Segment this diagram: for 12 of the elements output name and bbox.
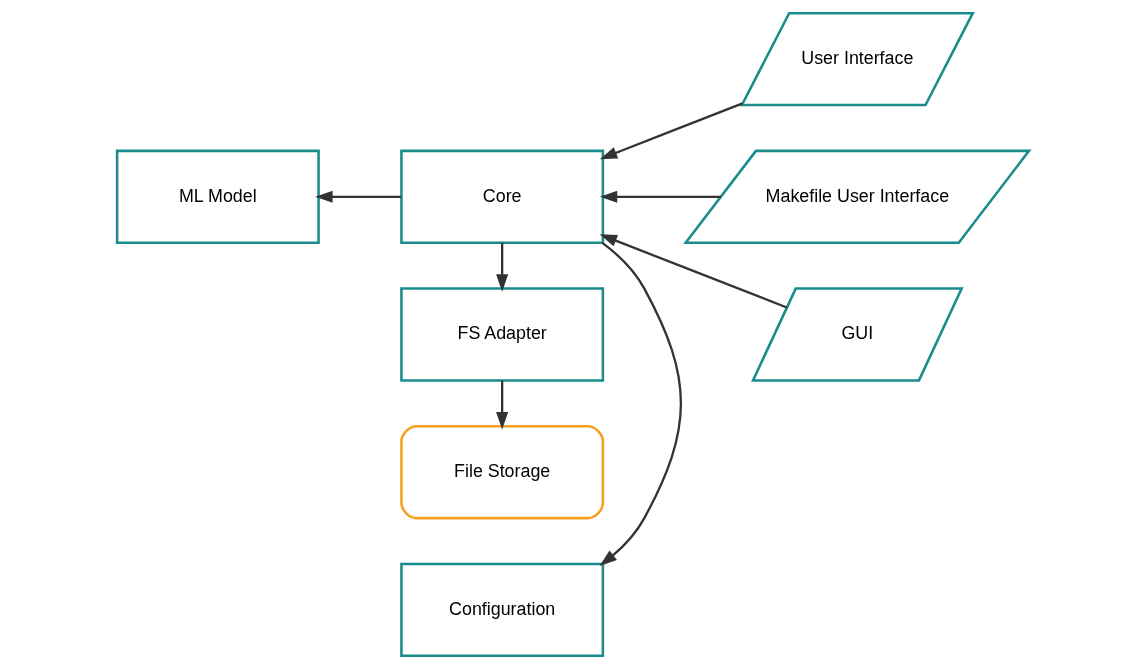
arrow <box>599 102 743 160</box>
arrow <box>496 380 509 430</box>
arrow <box>496 242 509 292</box>
arrow <box>315 190 402 203</box>
node-box: FS Adapter <box>400 287 605 382</box>
arrow <box>599 190 721 203</box>
node-box: ML Model <box>115 149 320 244</box>
arrow <box>599 234 788 309</box>
node-box: File Storage <box>400 425 605 520</box>
node-box: Configuration <box>400 562 605 658</box>
node-box: Core <box>400 149 605 244</box>
arrow <box>599 241 683 566</box>
